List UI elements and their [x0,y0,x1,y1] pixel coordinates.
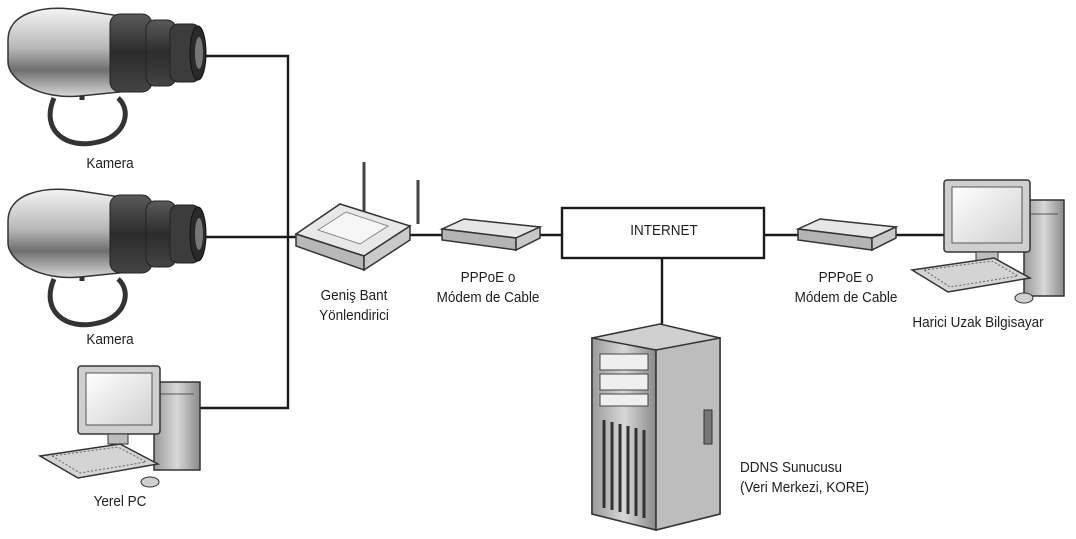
local-pc-icon [37,365,201,488]
camera-bottom-icon [7,188,207,328]
router-label-line1: Geniş Bant [320,287,388,304]
router-icon [294,162,420,272]
modem-left-label-line2: Módem de Cable [436,289,540,306]
router-label-line2: Yönlendirici [319,307,389,324]
camera-top-label: Kamera [86,155,134,172]
modem-right-label-line2: Módem de Cable [794,289,898,306]
camera-top-icon [7,7,207,147]
camera-bottom-label: Kamera [86,331,134,348]
ddns-label-line2: (Veri Merkezi, KORE) [740,479,870,496]
modem-right-icon [795,218,899,252]
modem-left-label-line1: PPPoE o [460,269,516,286]
remote-pc-label: Harici Uzak Bilgisayar [912,314,1044,331]
modem-right-label-line1: PPPoE o [818,269,874,286]
connection-lines [200,54,955,410]
internet-box [560,206,766,260]
link-camera-top [200,54,290,410]
ddns-server-icon [591,323,721,531]
ddns-label-line1: DDNS Sunucusu [740,459,843,476]
local-pc-label: Yerel PC [93,493,147,510]
remote-pc-icon [909,179,1065,304]
modem-left-icon [439,218,543,252]
internet-label: INTERNET [630,222,698,239]
